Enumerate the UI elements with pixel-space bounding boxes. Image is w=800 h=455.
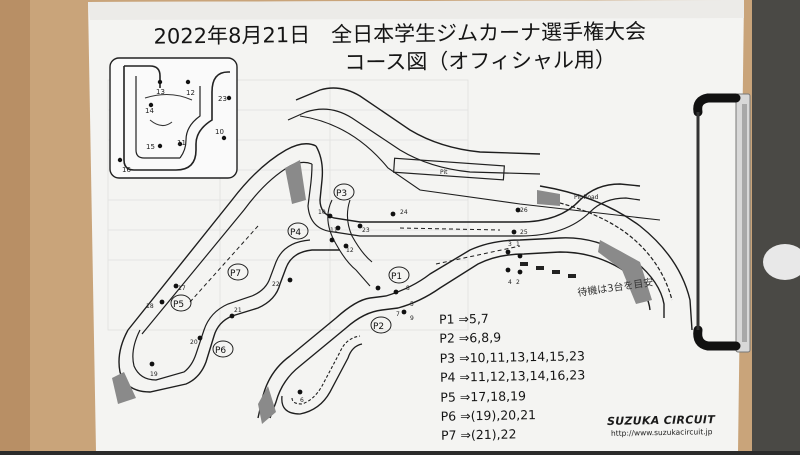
hatch-area-left (112, 372, 136, 404)
clipboard-edge (0, 0, 30, 451)
svg-text:14: 14 (145, 107, 154, 115)
clipboard-clip (693, 93, 751, 353)
svg-text:18: 18 (146, 303, 154, 310)
svg-text:7: 7 (396, 311, 400, 318)
svg-text:11: 11 (177, 139, 186, 147)
svg-text:19: 19 (150, 371, 158, 378)
svg-text:16: 16 (122, 166, 131, 174)
hatch-area-top (285, 160, 306, 204)
svg-text:25: 25 (520, 229, 528, 236)
post-p5: P5 (173, 300, 184, 310)
inset-course-map: 13 12 14 15 11 23 10 16 (109, 57, 238, 179)
svg-text:20: 20 (190, 339, 198, 346)
svg-text:5: 5 (410, 301, 414, 308)
svg-text:26: 26 (520, 207, 528, 214)
svg-text:24: 24 (400, 209, 408, 216)
paper-sheet (88, 0, 744, 451)
svg-text:11: 11 (330, 227, 338, 234)
post-markers: P3 P4 P1 P7 P5 P2 P6 (170, 183, 410, 358)
svg-text:1: 1 (516, 241, 520, 248)
title-line-2: コース図（オフィシャル用） (344, 47, 617, 75)
svg-text:9: 9 (410, 315, 414, 322)
svg-text:17: 17 (178, 285, 186, 292)
pit-road-label: Pit Road (574, 194, 599, 201)
cone-numbers: 24 26 25 23 3 1 4 2 8 5 7 9 6 11 12 22 2… (146, 207, 528, 404)
svg-text:23: 23 (362, 227, 370, 234)
svg-text:2: 2 (516, 279, 520, 286)
svg-text:22: 22 (272, 281, 280, 288)
svg-text:15: 15 (146, 143, 155, 151)
svg-text:23: 23 (218, 95, 227, 103)
svg-text:12: 12 (346, 247, 354, 254)
page-title: 2022年8月21日 全日本学生ジムカーナ選手権大会 コース図（オフィシャル用） (120, 17, 681, 79)
svg-text:4: 4 (508, 279, 512, 286)
brand-url: http://www.suzukacircuit.jp (610, 427, 713, 438)
svg-text:21: 21 (234, 307, 242, 314)
shoe-highlight (763, 244, 800, 280)
course-cones (149, 207, 523, 395)
brand-logo: SUZUKA CIRCUIT (606, 413, 716, 428)
post-p7: P7 (230, 269, 241, 279)
svg-text:10: 10 (318, 209, 326, 216)
paper-top-shade (88, 0, 744, 20)
post-p3: P3 (336, 189, 347, 199)
hatch-area-bottom (258, 386, 276, 424)
svg-text:6: 6 (300, 397, 304, 404)
svg-text:13: 13 (156, 88, 165, 96)
post-p1: P1 (391, 272, 402, 282)
hatch-area-pit (537, 190, 560, 206)
post-p2: P2 (373, 322, 384, 332)
hatch-area-right (598, 240, 652, 304)
post-p4: P4 (290, 228, 301, 238)
pit-label: Pit (440, 169, 448, 176)
svg-text:12: 12 (186, 89, 195, 97)
svg-text:10: 10 (215, 128, 224, 136)
post-p6: P6 (215, 346, 226, 356)
svg-text:3: 3 (508, 241, 512, 248)
pit-markers (520, 262, 576, 278)
svg-text:8: 8 (406, 285, 410, 292)
pit-building (393, 157, 505, 181)
